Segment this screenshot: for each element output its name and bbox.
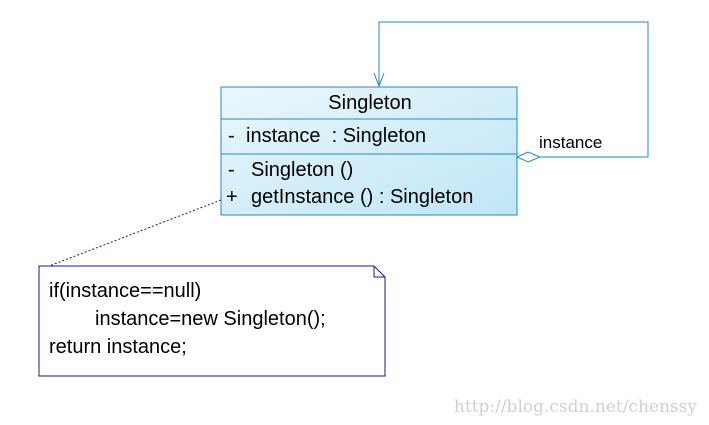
self-association[interactable]: instance: [373, 21, 649, 163]
operation-constructor: Singleton (): [251, 159, 353, 181]
association-line: [378, 21, 649, 158]
aggregation-diamond-icon: [515, 151, 542, 163]
note-shape: [38, 265, 386, 377]
attribute-instance: instance : Singleton: [246, 125, 426, 147]
class-name: Singleton: [328, 92, 411, 114]
operation-visibility: +: [226, 186, 238, 208]
class-box: [220, 86, 518, 216]
code-note[interactable]: if(instance==null) instance=new Singleto…: [38, 265, 386, 377]
association-label: instance: [539, 133, 602, 152]
arrowhead-icon: [373, 72, 385, 88]
operation-getinstance: getInstance () : Singleton: [251, 186, 473, 208]
note-fold-icon: [373, 266, 385, 278]
note-line: return instance;: [49, 336, 187, 358]
watermark: http://blog.csdn.net/chenssy: [454, 397, 697, 417]
singleton-class[interactable]: Singleton - instance : Singleton - Singl…: [220, 86, 518, 216]
attribute-visibility: -: [228, 125, 235, 147]
note-line: if(instance==null): [49, 280, 201, 302]
operation-visibility: -: [228, 159, 235, 181]
note-anchor-line: [43, 199, 222, 269]
note-line: instance=new Singleton();: [95, 308, 326, 330]
